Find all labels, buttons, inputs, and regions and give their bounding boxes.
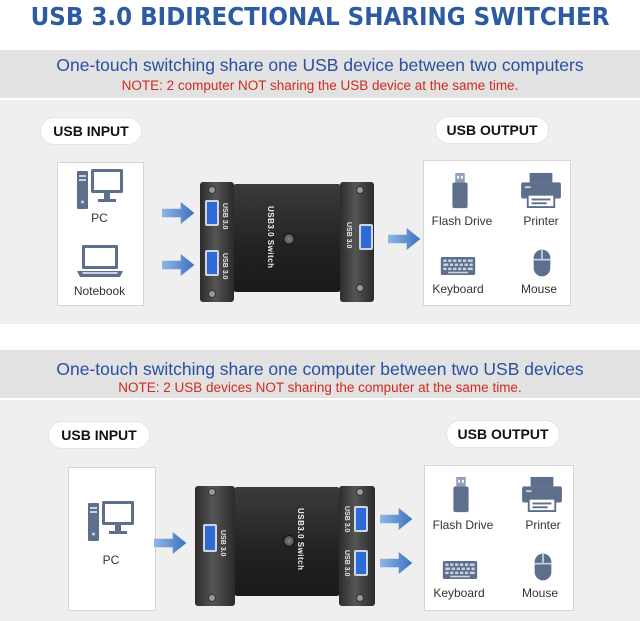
section2-output-printer-label: Printer <box>525 518 561 532</box>
screw-icon <box>356 488 364 496</box>
arrow-right-icon <box>154 530 188 556</box>
page-title: USB 3.0 BIDIRECTIONAL SHARING SWITCHER <box>30 2 610 31</box>
mouse-icon <box>532 248 552 278</box>
screw-icon <box>356 186 364 194</box>
section1-headline: One-touch switching share one USB device… <box>56 55 584 75</box>
port-label: USB 3.0 <box>343 550 350 577</box>
screw-icon <box>356 284 364 292</box>
switch-output-port-panel <box>339 486 375 606</box>
screw-icon <box>208 290 216 298</box>
section2-output-keyboard-label: Keyboard <box>433 586 485 600</box>
port-label: USB 3.0 <box>221 253 228 280</box>
usb-port-icon <box>205 200 219 226</box>
section2-input-pc-label: PC <box>102 553 120 567</box>
arrow-right-icon <box>388 226 422 252</box>
section1-output-label: USB OUTPUT <box>436 117 548 143</box>
arrow-right-icon <box>162 252 196 278</box>
screw-icon <box>208 594 216 602</box>
usb-port-icon <box>359 224 373 250</box>
arrow-right-icon <box>380 550 414 576</box>
screw-icon <box>208 488 216 496</box>
arrow-right-icon <box>162 200 196 226</box>
switch-button[interactable] <box>283 233 295 245</box>
printer-icon <box>520 172 562 208</box>
mouse-icon <box>533 552 553 582</box>
flash-drive-icon <box>451 476 471 514</box>
flash-drive-icon <box>450 172 470 210</box>
keyboard-icon <box>440 256 476 276</box>
laptop-icon <box>76 244 124 280</box>
pc-tower-monitor-icon <box>87 500 135 544</box>
section1-header <box>0 50 640 98</box>
keyboard-icon <box>442 560 478 580</box>
section2-output-mouse-label: Mouse <box>521 586 559 600</box>
port-label: USB 3.0 <box>345 222 352 249</box>
screw-icon <box>208 186 216 194</box>
port-label: USB 3.0 <box>343 506 350 533</box>
section2-output-label: USB OUTPUT <box>447 421 559 447</box>
section1-output-mouse-label: Mouse <box>520 282 558 296</box>
switch-button[interactable] <box>283 535 295 547</box>
section1-output-flash-label: Flash Drive <box>431 214 493 228</box>
port-label: USB 3.0 <box>219 530 226 557</box>
screw-icon <box>356 594 364 602</box>
section1-input-notebook-label: Notebook <box>73 284 126 298</box>
section1-input-pc-label: PC <box>91 211 108 225</box>
section2-header <box>0 350 640 398</box>
section2-headline: One-touch switching share one computer b… <box>56 359 584 379</box>
section2-output-flash-label: Flash Drive <box>432 518 494 532</box>
switch-label: USB3.0 Switch <box>296 508 305 571</box>
usb-port-icon <box>354 506 368 532</box>
switch-label: USB3.0 Switch <box>266 206 275 269</box>
usb-port-icon <box>354 550 368 576</box>
arrow-right-icon <box>380 506 414 532</box>
section2-note: NOTE: 2 USB devices NOT sharing the comp… <box>118 380 522 395</box>
printer-icon <box>521 476 563 512</box>
section2-input-box <box>68 467 156 611</box>
section1-output-keyboard-label: Keyboard <box>432 282 484 296</box>
pc-tower-monitor-icon <box>76 168 124 212</box>
section2-input-label: USB INPUT <box>49 422 149 448</box>
usb-port-icon <box>203 524 217 552</box>
usb-port-icon <box>205 250 219 276</box>
section1-input-label: USB INPUT <box>41 118 141 144</box>
section1-output-printer-label: Printer <box>523 214 559 228</box>
port-label: USB 3.0 <box>221 203 228 230</box>
section1-note: NOTE: 2 computer NOT sharing the USB dev… <box>121 78 519 93</box>
